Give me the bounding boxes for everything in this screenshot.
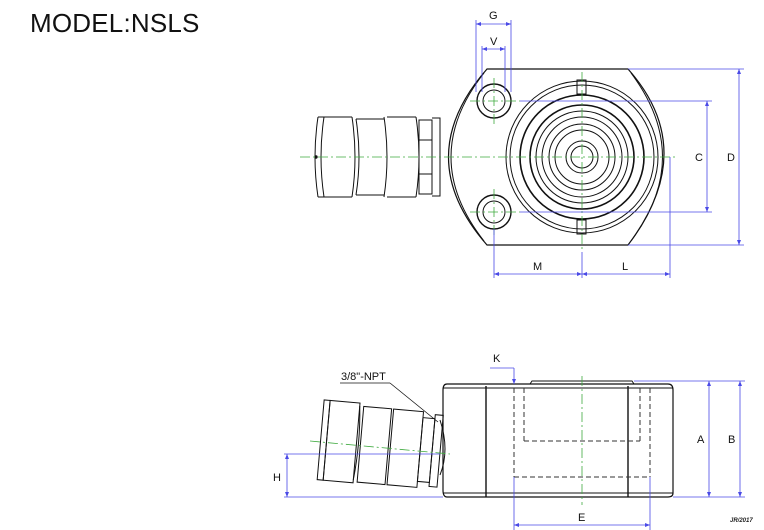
side-arrowheads xyxy=(285,379,742,527)
dim-K: K xyxy=(493,353,501,365)
model-title: MODEL:NSLS xyxy=(30,8,200,38)
dim-E: E xyxy=(578,512,585,524)
dim-L: L xyxy=(622,261,628,273)
top-dimensions xyxy=(475,20,744,278)
dim-D: D xyxy=(727,152,735,164)
dim-H: H xyxy=(273,472,281,484)
drawing-signature: JR/2017 xyxy=(730,518,753,524)
dim-G: G xyxy=(489,10,498,22)
dim-B: B xyxy=(728,434,735,446)
dim-C: C xyxy=(695,152,703,164)
side-view xyxy=(316,380,674,498)
port-label: 3/8"-NPT xyxy=(341,371,386,383)
dim-M: M xyxy=(533,261,542,273)
side-dimensions xyxy=(284,367,745,530)
dim-V: V xyxy=(490,36,498,48)
top-arrowheads xyxy=(476,22,741,276)
npt-leader xyxy=(340,382,439,423)
top-centerlines xyxy=(300,72,676,250)
dim-A: A xyxy=(697,434,705,446)
side-centerlines xyxy=(309,376,583,505)
